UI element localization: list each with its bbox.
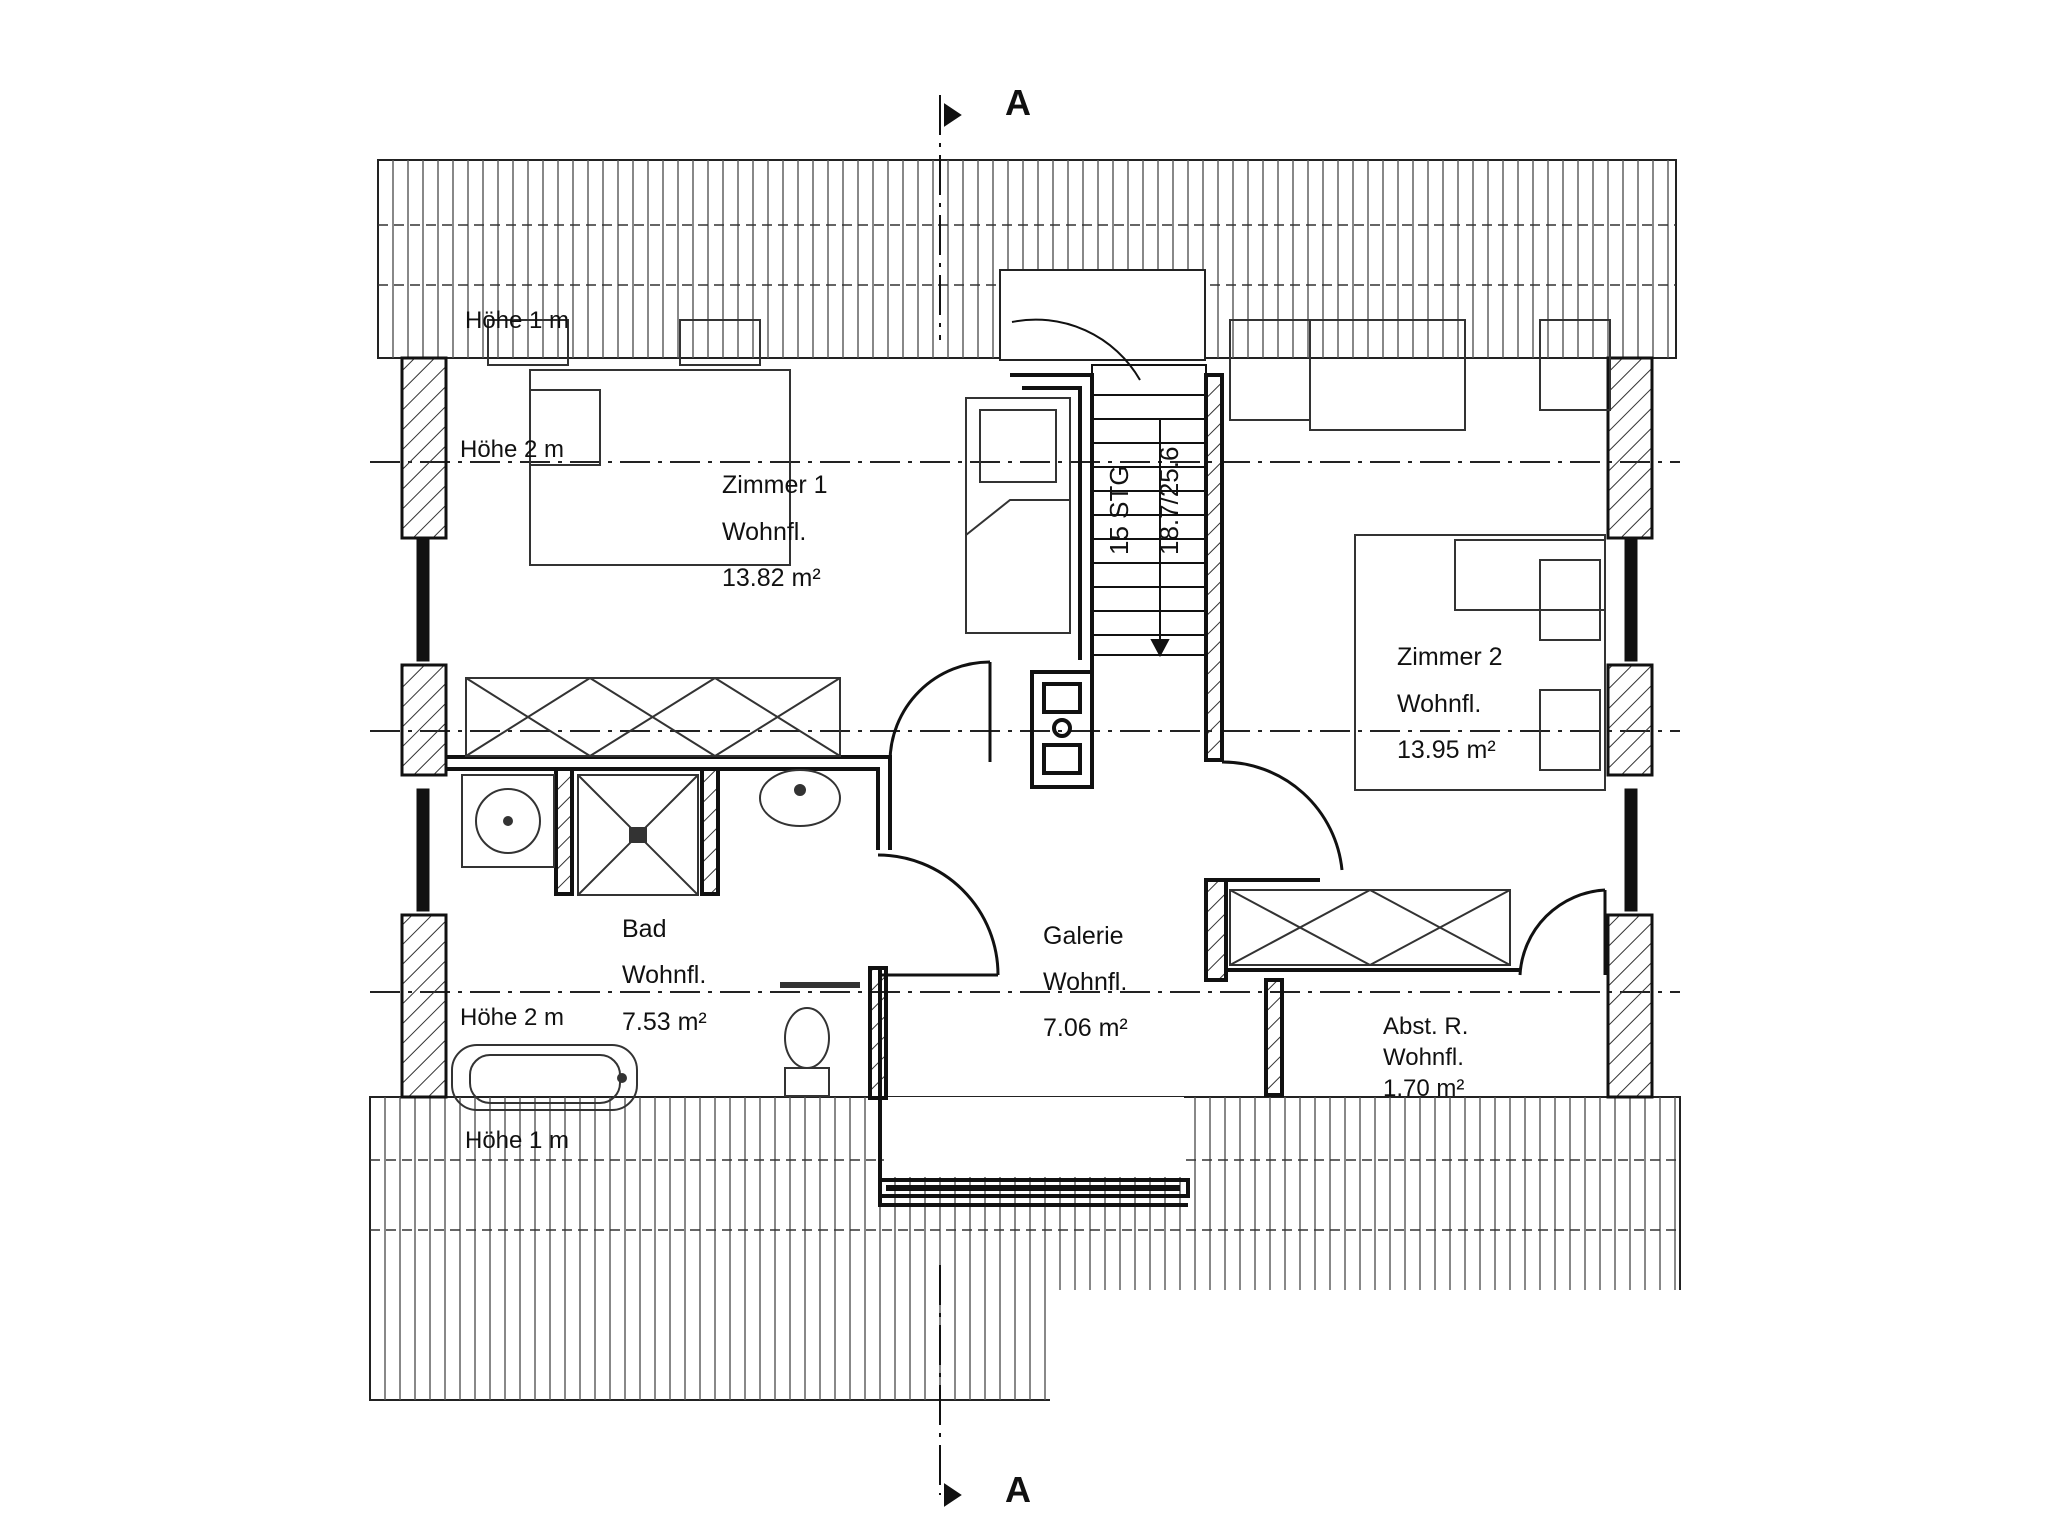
stair-steps-label: 15 STG: [1104, 465, 1134, 555]
roof-bottom-tiles: [369, 1096, 1682, 1405]
furniture: [451, 319, 1611, 1111]
room-type: Wohnfl.: [1043, 968, 1127, 996]
room-type: Wohnfl.: [1397, 690, 1481, 718]
staircase: 15 STG 18.7/25.6: [1011, 318, 1207, 658]
room-type: Wohnfl.: [1383, 1044, 1464, 1071]
room-name: Zimmer 2: [1397, 643, 1503, 671]
windows: [416, 538, 1638, 912]
room-label-zimmer2: Zimmer 2 Wohnfl. 13.95 m²: [1397, 643, 1503, 764]
height-label-left-upper: Höhe 2 m: [460, 436, 564, 463]
room-name: Bad: [622, 915, 666, 943]
section-line: [939, 95, 962, 1507]
room-label-zimmer1: Zimmer 1 Wohnfl. 13.82 m²: [722, 471, 828, 592]
room-area: 1.70 m²: [1383, 1075, 1464, 1102]
outer-walls: [400, 356, 1654, 1099]
room-area: 13.82 m²: [722, 564, 821, 592]
room-type: Wohnfl.: [722, 518, 806, 546]
height-label-top: Höhe 1 m: [465, 307, 569, 334]
room-name: Zimmer 1: [722, 471, 828, 499]
room-area: 7.06 m²: [1043, 1014, 1128, 1042]
height-label-bottom: Höhe 1 m: [465, 1127, 569, 1154]
doors: [877, 660, 1607, 977]
room-name: Galerie: [1043, 922, 1124, 950]
room-area: 7.53 m²: [622, 1008, 707, 1036]
section-mark-bottom: A: [1005, 1469, 1031, 1510]
room-label-galerie: Galerie Wohnfl. 7.06 m²: [1043, 922, 1128, 1042]
room-type: Wohnfl.: [622, 961, 706, 989]
roof-top-tiles: [377, 159, 1677, 361]
room-label-abst: Abst. R. Wohnfl. 1.70 m²: [1383, 1013, 1468, 1102]
room-area: 13.95 m²: [1397, 736, 1496, 764]
section-mark-top: A: [1005, 82, 1031, 123]
room-name: Abst. R.: [1383, 1013, 1468, 1040]
height-label-left-lower: Höhe 2 m: [460, 1004, 564, 1031]
room-label-bad: Bad Wohnfl. 7.53 m²: [622, 915, 707, 1036]
height-lines: [370, 461, 1680, 993]
stair-ratio-label: 18.7/25.6: [1154, 447, 1184, 555]
